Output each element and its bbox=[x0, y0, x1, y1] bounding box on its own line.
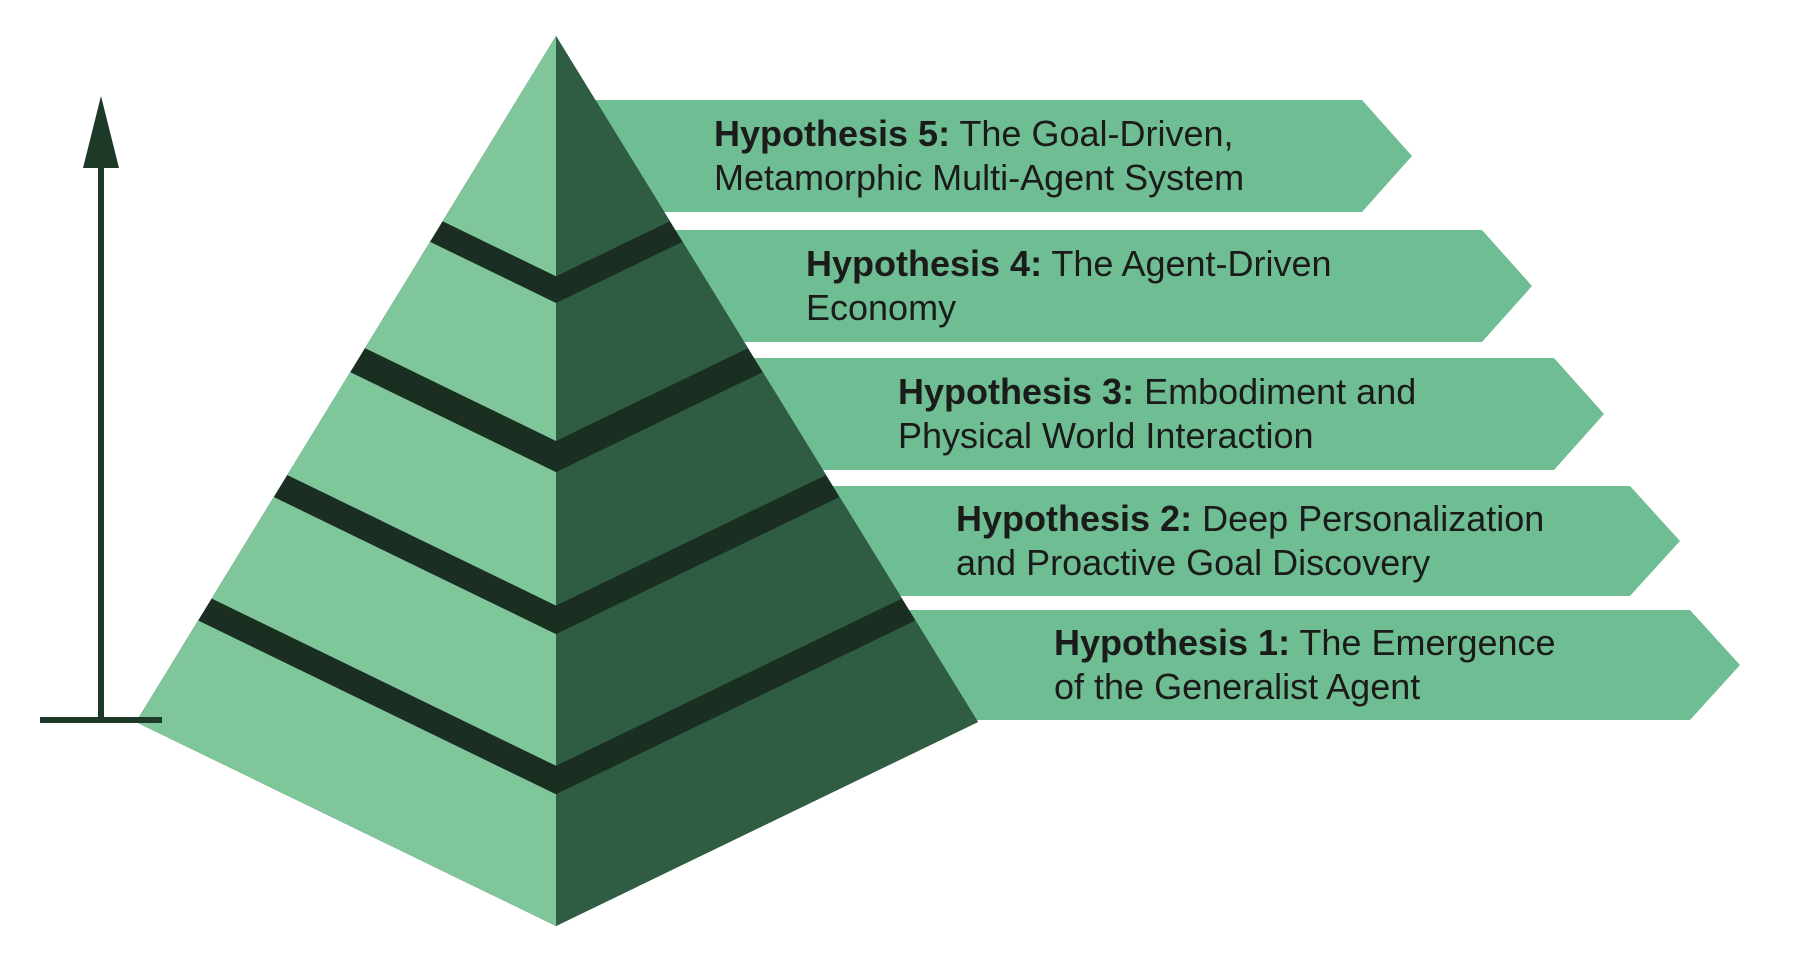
up-arrow-icon bbox=[83, 96, 119, 168]
hypothesis-3-prefix: Hypothesis 3: bbox=[898, 371, 1135, 412]
banner-hypothesis-3 bbox=[560, 358, 1604, 470]
hypothesis-2-title-line1: Deep Personalization bbox=[1202, 498, 1545, 539]
hypothesis-1-prefix: Hypothesis 1: bbox=[1054, 622, 1291, 663]
hypothesis-4-title-line1: The Agent-Driven bbox=[1051, 243, 1332, 284]
banner-label-2: Hypothesis 2: Deep Personalization and P… bbox=[956, 497, 1544, 585]
hypothesis-2-title-line2: and Proactive Goal Discovery bbox=[956, 542, 1431, 583]
pyramid-tier-3-right-face bbox=[556, 372, 827, 606]
banner-label-1: Hypothesis 1: The Emergence of the Gener… bbox=[1054, 621, 1556, 709]
hypothesis-3-title-line1: Embodiment and bbox=[1144, 371, 1417, 412]
pyramid-tier-1-left-face bbox=[136, 620, 556, 926]
pyramid-tier-5-left-face bbox=[442, 36, 556, 277]
hypothesis-3-title-line2: Physical World Interaction bbox=[898, 415, 1314, 456]
hypothesis-4-title-line2: Economy bbox=[806, 287, 957, 328]
banner-label-4: Hypothesis 4: The Agent-Driven Economy bbox=[806, 242, 1332, 330]
pyramid-tier-4-right-face bbox=[556, 241, 748, 441]
pyramid-tier-1-right-face bbox=[556, 620, 978, 926]
pyramid-tier-5-right-face bbox=[556, 36, 670, 277]
hypothesis-5-title-line2: Metamorphic Multi-Agent System bbox=[714, 157, 1245, 198]
banner-hypothesis-4 bbox=[560, 230, 1532, 342]
hypothesis-5-title-line1: The Goal-Driven, bbox=[959, 113, 1234, 154]
hypothesis-1-title-line1: The Emergence bbox=[1299, 622, 1556, 663]
hypothesis-1-title-line2: of the Generalist Agent bbox=[1054, 666, 1421, 707]
pyramid-tier-2-left-face bbox=[211, 497, 556, 766]
pyramid-tier-2-right-face bbox=[556, 497, 902, 766]
banner-hypothesis-5 bbox=[560, 100, 1412, 212]
hypothesis-5-prefix: Hypothesis 5: bbox=[714, 113, 951, 154]
hypothesis-4-prefix: Hypothesis 4: bbox=[806, 243, 1043, 284]
pyramid-tier-3-left-face bbox=[287, 372, 556, 606]
banner-label-5: Hypothesis 5: The Goal-Driven, Metamorph… bbox=[714, 112, 1244, 200]
pyramid-tier-4-left-face bbox=[364, 241, 556, 441]
hypothesis-2-prefix: Hypothesis 2: bbox=[956, 498, 1193, 539]
banner-label-3: Hypothesis 3: Embodiment and Physical Wo… bbox=[898, 370, 1416, 458]
